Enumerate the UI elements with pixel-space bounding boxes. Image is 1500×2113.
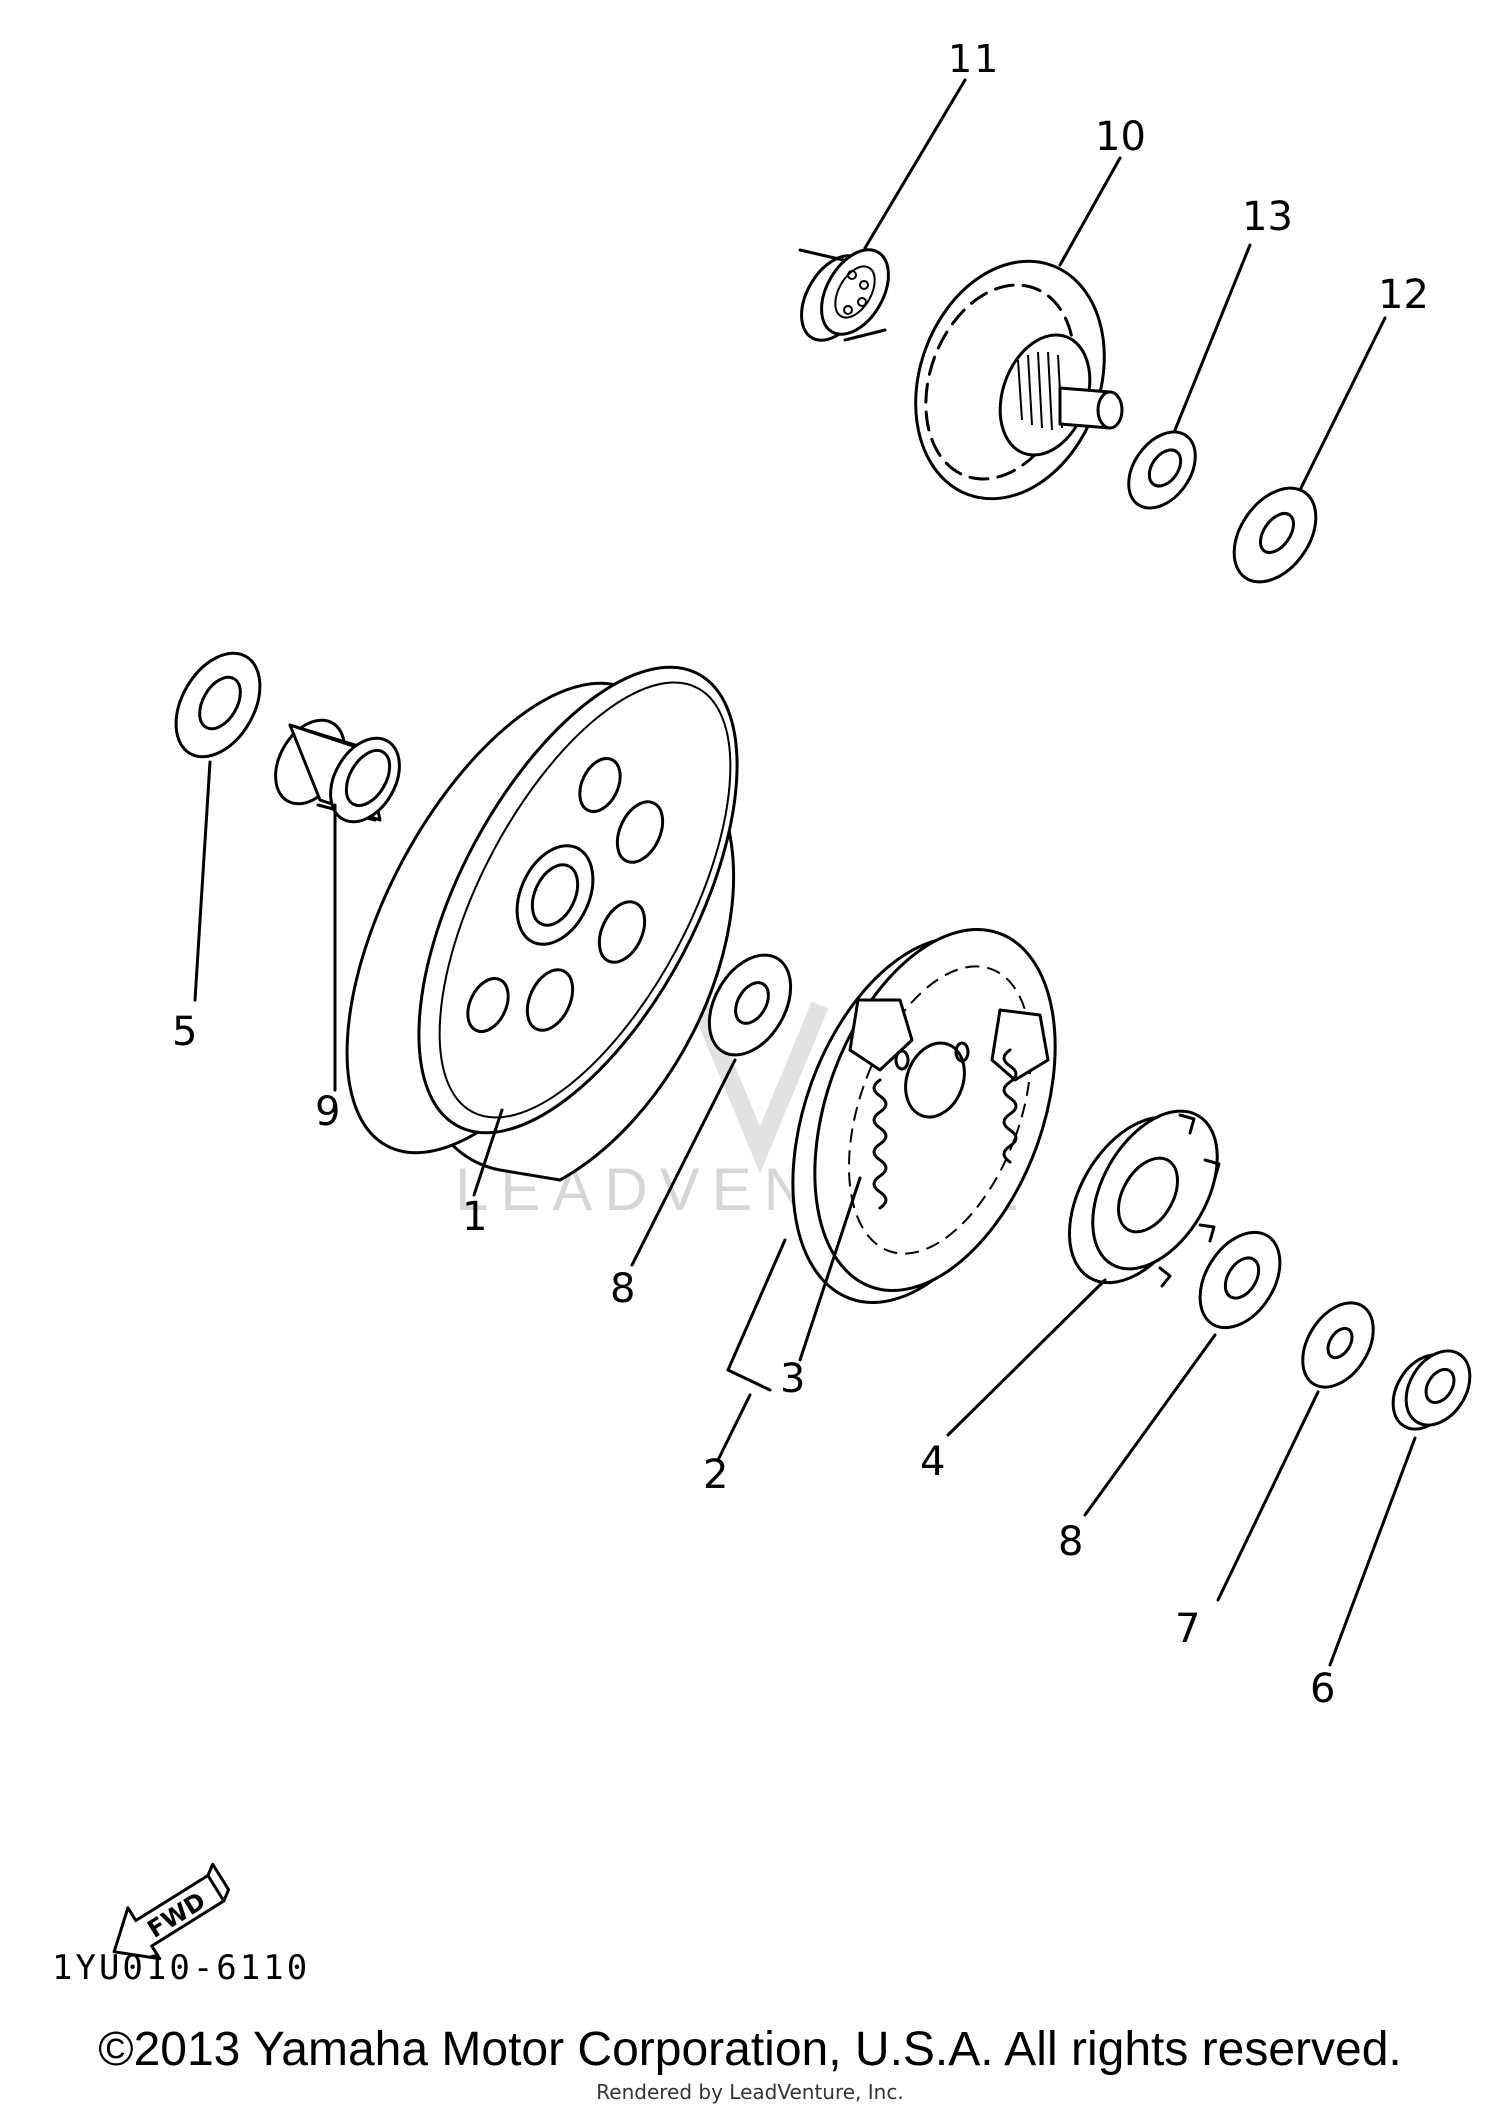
callout-labels: 11 10 13 12 5 9 1 8 3 2 4 8 7 6 (172, 37, 1429, 1712)
callout-2: 2 (703, 1452, 728, 1498)
leader-2 (716, 1238, 787, 1462)
callout-4: 4 (920, 1439, 945, 1485)
leader-12 (1298, 316, 1387, 492)
leader-10 (1058, 156, 1122, 267)
callout-3: 3 (780, 1356, 805, 1402)
callout-6: 6 (1310, 1666, 1335, 1712)
leader-5 (193, 760, 212, 1002)
callout-10: 10 (1095, 114, 1146, 160)
rendered-by-notice: Rendered by LeadVenture, Inc. (596, 2080, 904, 2104)
part-4-one-way-clutch (1067, 1109, 1221, 1288)
part-8-washer-lower (1198, 1230, 1282, 1330)
part-12-washer (1232, 486, 1318, 584)
callout-5: 5 (172, 1009, 197, 1055)
leader-11 (863, 78, 967, 250)
leader-1 (472, 1108, 504, 1197)
callout-9: 9 (315, 1089, 340, 1135)
part-2-clutch-shoe (791, 928, 1057, 1304)
part-9-collar (274, 718, 401, 824)
copyright-notice: ©2013 Yamaha Motor Corporation, U.S.A. A… (98, 2023, 1402, 2076)
diagram-code: 1YU010-6110 (52, 1948, 311, 1988)
part-7-washer (1301, 1301, 1375, 1389)
callout-11: 11 (948, 37, 1000, 81)
part-5-washer (174, 651, 262, 759)
part-6-nut (1391, 1349, 1472, 1431)
part-3-springs (872, 1048, 1018, 1210)
part-13-washer (1127, 430, 1197, 510)
leader-6 (1328, 1436, 1417, 1667)
callout-12: 12 (1378, 272, 1429, 318)
callout-13: 13 (1242, 194, 1293, 240)
callout-7: 7 (1175, 1606, 1200, 1652)
callout-8-upper: 8 (610, 1266, 635, 1312)
leader-7 (1216, 1390, 1320, 1602)
leader-4 (946, 1278, 1107, 1437)
part-11-bearing (798, 248, 890, 342)
callout-1: 1 (462, 1194, 487, 1240)
leader-3 (798, 1176, 862, 1362)
part-1-clutch-housing (345, 665, 739, 1182)
leader-8b (1083, 1333, 1217, 1517)
leader-8a (630, 1058, 737, 1267)
part-8-washer-upper (707, 953, 793, 1057)
leader-13 (1173, 243, 1252, 432)
callout-8-lower: 8 (1058, 1519, 1083, 1565)
part-10-gear (914, 259, 1124, 501)
